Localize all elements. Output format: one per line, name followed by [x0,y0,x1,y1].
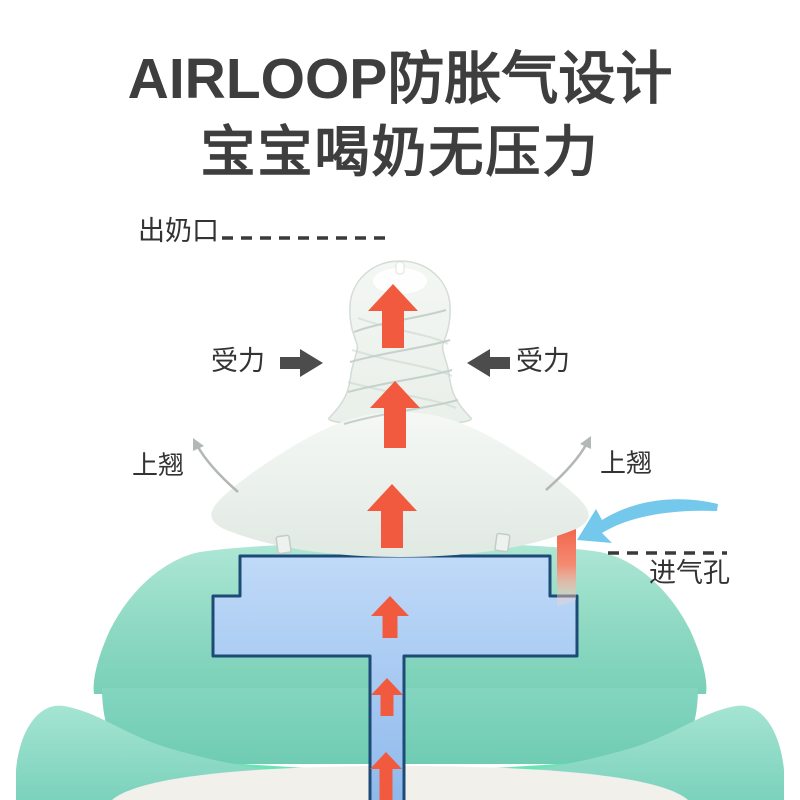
nipple-highlight [373,268,427,294]
label-air-inlet: 进气孔 [649,558,730,588]
page-title: AIRLOOP防胀气设计 [127,47,673,111]
air-inlet-swoosh-icon [577,499,718,543]
label-force-left: 受力 [211,346,265,376]
air-channel [211,554,579,800]
up-arrow-icon [371,596,409,638]
up-arrow-icon [367,484,417,548]
force-arrow-right-icon [280,349,323,377]
uptilt-arrow-left-icon [193,438,239,493]
up-arrow-icon [368,284,418,348]
nipple-skirt [211,412,589,557]
milk-flow-arrows [367,284,420,800]
label-uptilt-left: 上翘 [132,450,185,480]
label-force-right: 受力 [516,346,570,376]
nipple-outlet-slit [395,261,405,275]
page-subtitle: 宝宝喝奶无压力 [200,121,600,183]
uptilt-arrow-right-icon [545,436,591,491]
up-arrow-icon [370,381,420,448]
up-arrow-icon [371,678,403,716]
force-arrow-left-icon [467,349,510,377]
label-uptilt-right: 上翘 [600,448,653,478]
label-milk-outlet: 出奶口 [138,216,219,246]
air-inlet-channel [557,514,576,607]
up-arrow-icon [370,752,402,800]
skirt-vent-clips [275,532,511,555]
